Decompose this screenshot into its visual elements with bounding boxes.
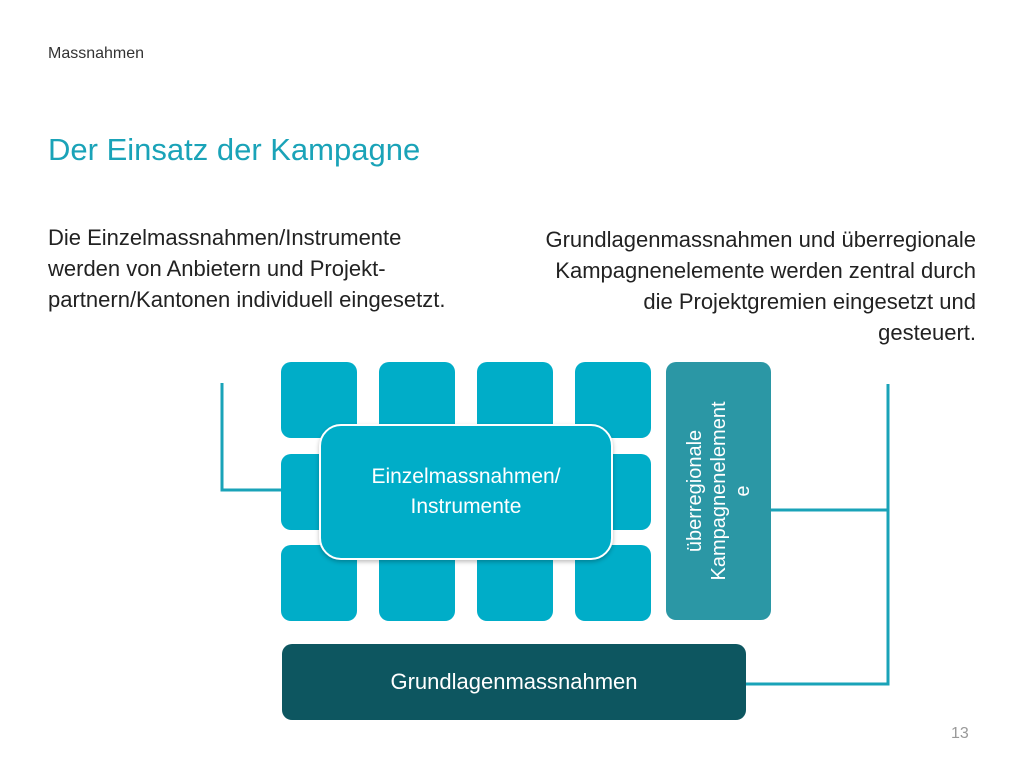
- base-label: Grundlagenmassnahmen: [390, 669, 638, 694]
- ueberregionale-box: überregionale Kampagnenelement e: [666, 362, 771, 620]
- vertical-label: überregionale Kampagnenelement e: [683, 401, 754, 581]
- einzelmassnahmen-box: Einzelmassnahmen/ Instrumente: [319, 424, 613, 560]
- right-description: Grundlagenmassnahmen und überregionale K…: [545, 227, 976, 345]
- center-label-line1: Einzelmassnahmen/: [371, 465, 561, 488]
- right-connector: [746, 384, 890, 686]
- breadcrumb: Massnahmen: [48, 45, 145, 62]
- grundlagen-box: Grundlagenmassnahmen: [282, 644, 746, 720]
- page-title: Der Einsatz der Kampagne: [48, 132, 421, 167]
- left-connector: [220, 383, 281, 492]
- page-number: 13: [951, 725, 969, 742]
- center-label-line2: Instrumente: [410, 495, 522, 518]
- left-description: Die Einzelmassnahmen/Instrumente werden …: [48, 225, 446, 312]
